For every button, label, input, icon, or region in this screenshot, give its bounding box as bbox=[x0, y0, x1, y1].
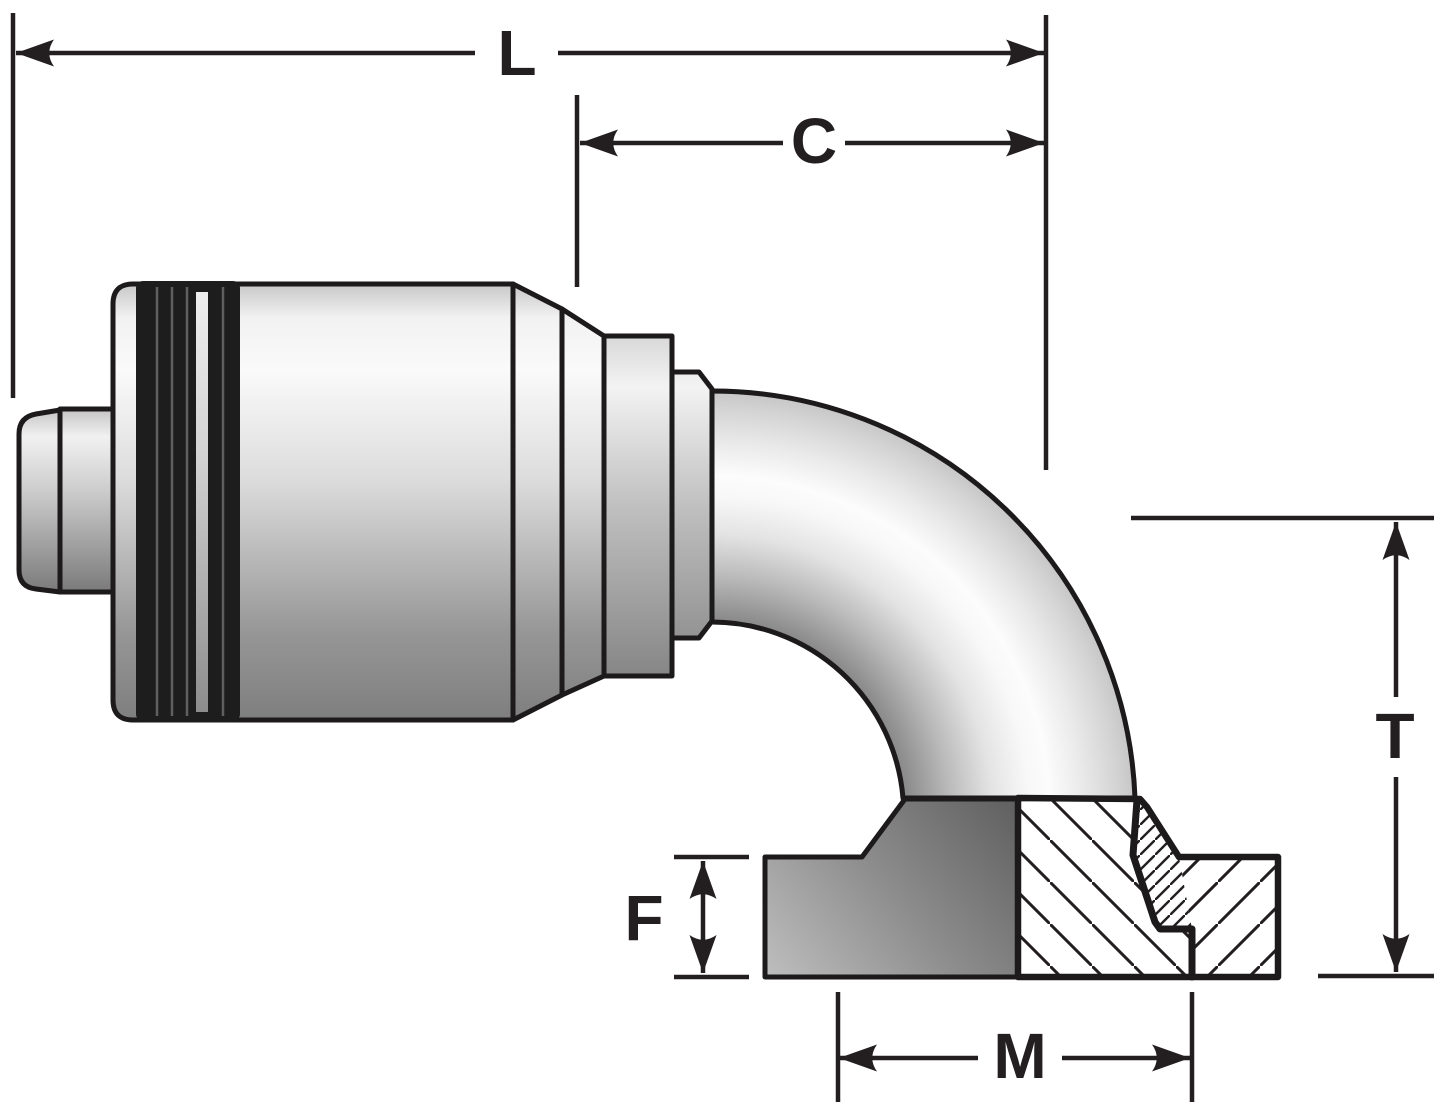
t-arrow-down bbox=[1382, 934, 1410, 972]
m-arrow-right bbox=[1152, 1044, 1190, 1072]
c-arrow-left bbox=[580, 129, 618, 157]
ferrule-ribs bbox=[136, 281, 240, 721]
nipple-shoulder bbox=[57, 406, 121, 595]
hose-nipple bbox=[16, 406, 121, 595]
dim-label-F: F bbox=[624, 882, 663, 954]
dim-label-T: T bbox=[1375, 700, 1414, 772]
step-cylinder bbox=[601, 333, 675, 679]
section-region-front bbox=[1179, 857, 1278, 977]
retention-collar bbox=[669, 369, 715, 641]
c-arrow-right bbox=[1006, 129, 1044, 157]
f-arrow-up bbox=[689, 861, 717, 899]
nipple-tip bbox=[16, 407, 63, 595]
elbow-tube bbox=[709, 388, 1138, 801]
flange-section bbox=[1014, 794, 1282, 981]
step-cone bbox=[510, 281, 715, 723]
taper-1 bbox=[510, 281, 565, 723]
dim-label-L: L bbox=[497, 17, 536, 89]
flange-front bbox=[762, 796, 1021, 980]
dim-label-M: M bbox=[993, 1020, 1046, 1092]
dim-label-C: C bbox=[791, 105, 837, 177]
t-arrow-up bbox=[1382, 522, 1410, 560]
m-arrow-left bbox=[839, 1044, 877, 1072]
f-arrow-down bbox=[689, 935, 717, 973]
rib-gap bbox=[196, 292, 208, 712]
section-outline bbox=[1014, 794, 1282, 981]
l-arrow-left bbox=[16, 39, 54, 67]
l-arrow-right bbox=[1006, 39, 1044, 67]
section-region-back bbox=[1018, 798, 1192, 977]
section-bore-line bbox=[1129, 796, 1196, 981]
taper-2 bbox=[559, 306, 607, 698]
